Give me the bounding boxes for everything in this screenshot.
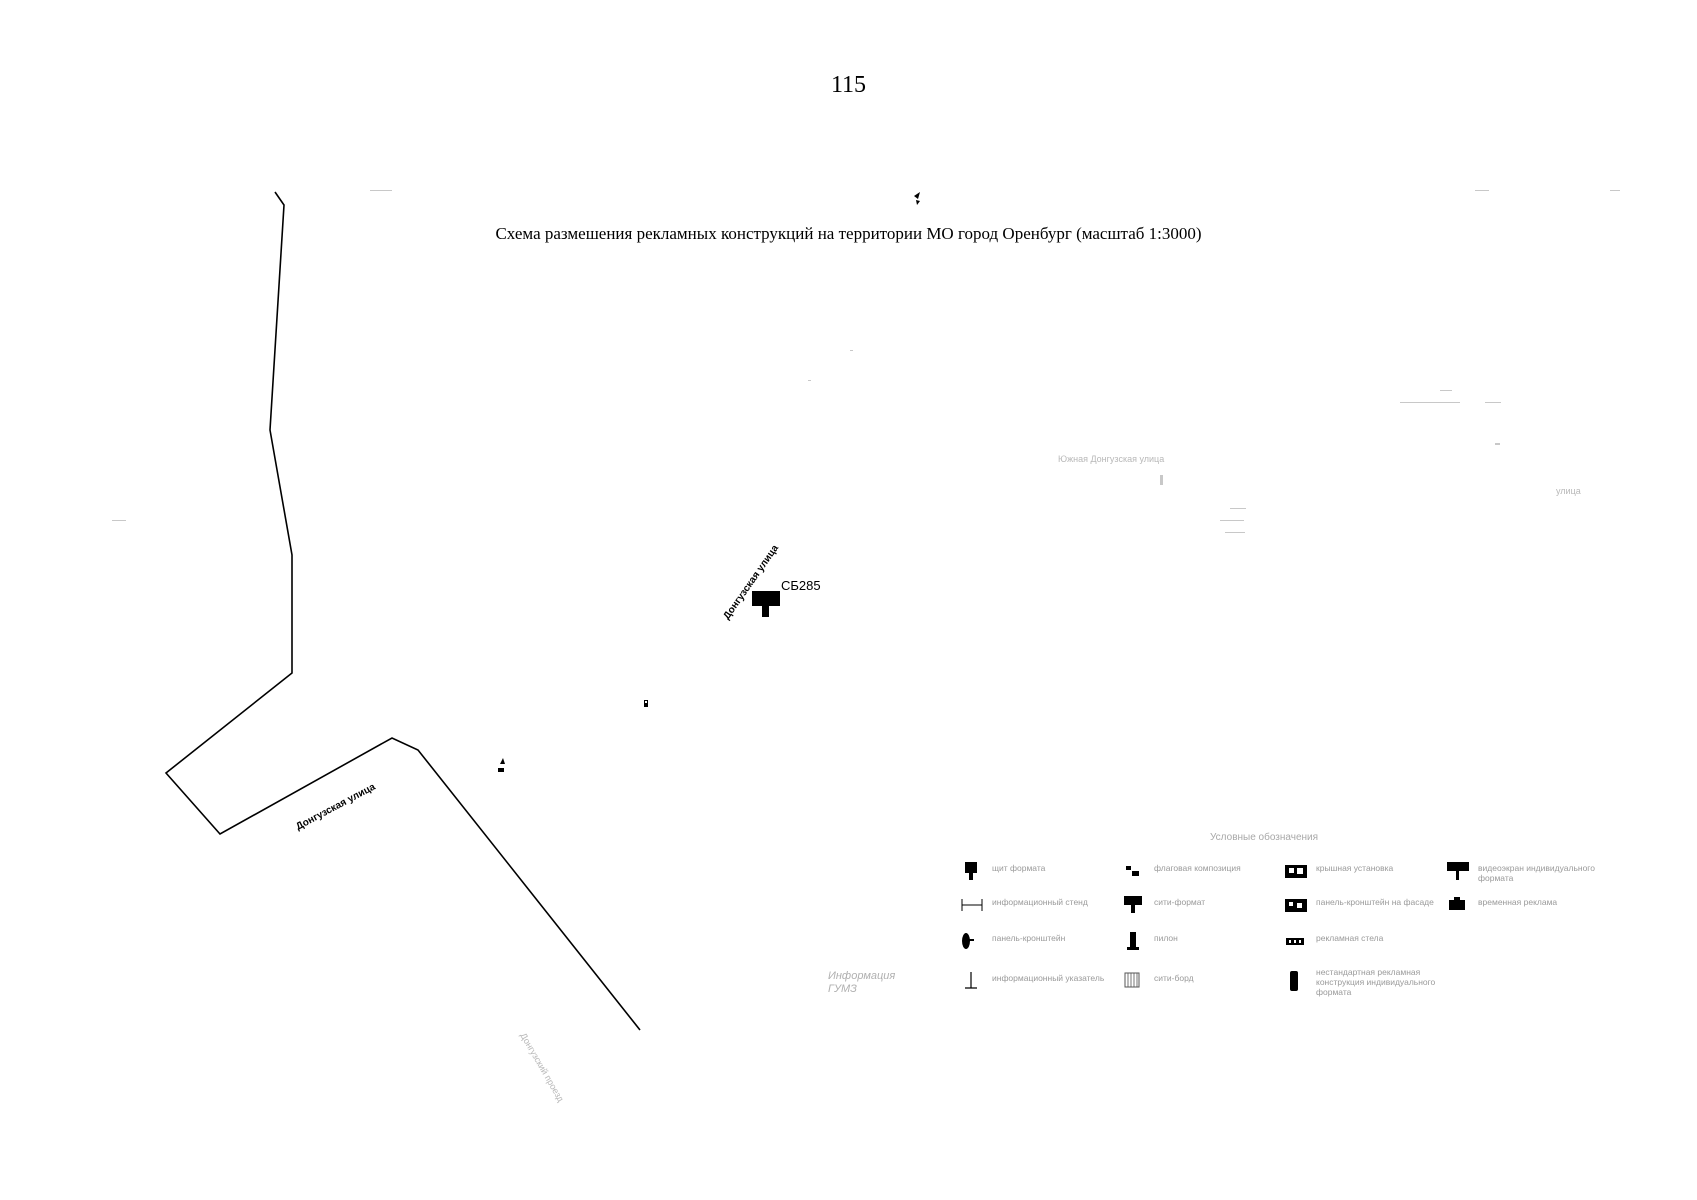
legend-item-info-pointer: информационный указатель xyxy=(960,970,1130,996)
advert-fence-icon xyxy=(1286,938,1304,945)
street-label-main: Донгузская улица xyxy=(721,543,781,622)
city-format-icon xyxy=(1124,896,1142,913)
faint-street-label-top: Южная Донгузская улица xyxy=(1058,454,1164,464)
info-stand-icon xyxy=(961,899,983,911)
legend-label: нестандартная рекламная конструкция инди… xyxy=(1316,967,1436,997)
legend-label: пилон xyxy=(1154,933,1178,943)
legend-item-city-board: сити-борд xyxy=(1122,970,1292,996)
legend-label: панель-кронштейн на фасаде xyxy=(1316,897,1434,907)
legend-label: флаговая композиция xyxy=(1154,863,1241,873)
small-marker-icon xyxy=(644,700,648,707)
legend-label: сити-борд xyxy=(1154,973,1194,983)
side-caption-line-2: ГУМЗ xyxy=(828,983,857,995)
legend-item-flag: флаговая композиция xyxy=(1122,860,1292,886)
map-legend: Условные обозначения щит формата флагова… xyxy=(960,832,1620,1012)
video-screen-icon xyxy=(1447,862,1469,880)
legend-item-temporary: временная реклама xyxy=(1446,894,1616,920)
temporary-structure-icon xyxy=(1449,897,1465,910)
legend-item-city-format: сити-формат xyxy=(1122,894,1292,920)
side-caption-line-1: Информация xyxy=(828,970,896,982)
legend-item-info-stand: информационный стенд xyxy=(960,894,1130,920)
construction-code: СБ285 xyxy=(781,578,821,593)
legend-item-advert-fence: рекламная стела xyxy=(1284,930,1454,956)
flag-icon xyxy=(1126,866,1139,876)
legend-label: рекламная стела xyxy=(1316,933,1384,943)
legend-item-billboard: щит формата xyxy=(960,860,1130,886)
legend-item-roof-installation: крышная установка xyxy=(1284,860,1454,886)
roof-construction-icon xyxy=(1285,899,1307,912)
roof-installation-icon xyxy=(1285,865,1307,878)
page-number: 115 xyxy=(830,72,867,98)
scan-dots xyxy=(112,190,1620,533)
billboard-construction-marker[interactable] xyxy=(752,591,780,617)
legend-label: крышная установка xyxy=(1316,863,1394,873)
territory-boundary xyxy=(164,191,641,1031)
billboard-icon xyxy=(965,862,977,880)
faint-street-label-right: улица xyxy=(1556,486,1581,496)
legend-label: панель-кронштейн xyxy=(992,933,1066,943)
legend-label: видеоэкран индивидуального формата xyxy=(1478,863,1595,883)
map-title: Схема размешения рекламных конструкций н… xyxy=(495,224,1202,243)
non-standard-icon xyxy=(1290,971,1298,991)
legend-label: щит формата xyxy=(992,863,1046,873)
city-board-icon xyxy=(1124,972,1140,988)
pillar-icon xyxy=(1127,932,1139,950)
side-caption: Информация ГУМЗ xyxy=(828,970,895,996)
legend-item-non-standard: нестандартная рекламная конструкция инди… xyxy=(1284,964,1484,1004)
legend-label: информационный стенд xyxy=(992,897,1088,907)
legend-title: Условные обозначения xyxy=(1210,832,1319,843)
legend-item-video-screen: видеоэкран индивидуального формата xyxy=(1446,860,1616,886)
faint-road-label: Донгузский проезд xyxy=(518,1031,566,1104)
legend-label: сити-формат xyxy=(1154,897,1206,907)
legend-label: информационный указатель xyxy=(992,973,1105,983)
street-label-lower: Донгузская улица xyxy=(294,781,377,832)
legend-item-bracket-panel: панель-кронштейн xyxy=(960,930,1130,956)
legend-label: временная реклама xyxy=(1478,897,1558,907)
small-mark-icon xyxy=(498,758,505,772)
info-pointer-icon xyxy=(965,972,977,989)
north-mark-icon xyxy=(914,192,920,205)
bracket-panel-icon xyxy=(962,933,974,949)
legend-item-pillar: пилон xyxy=(1122,930,1292,956)
legend-item-roof-construction: панель-кронштейн на фасаде xyxy=(1284,894,1454,920)
